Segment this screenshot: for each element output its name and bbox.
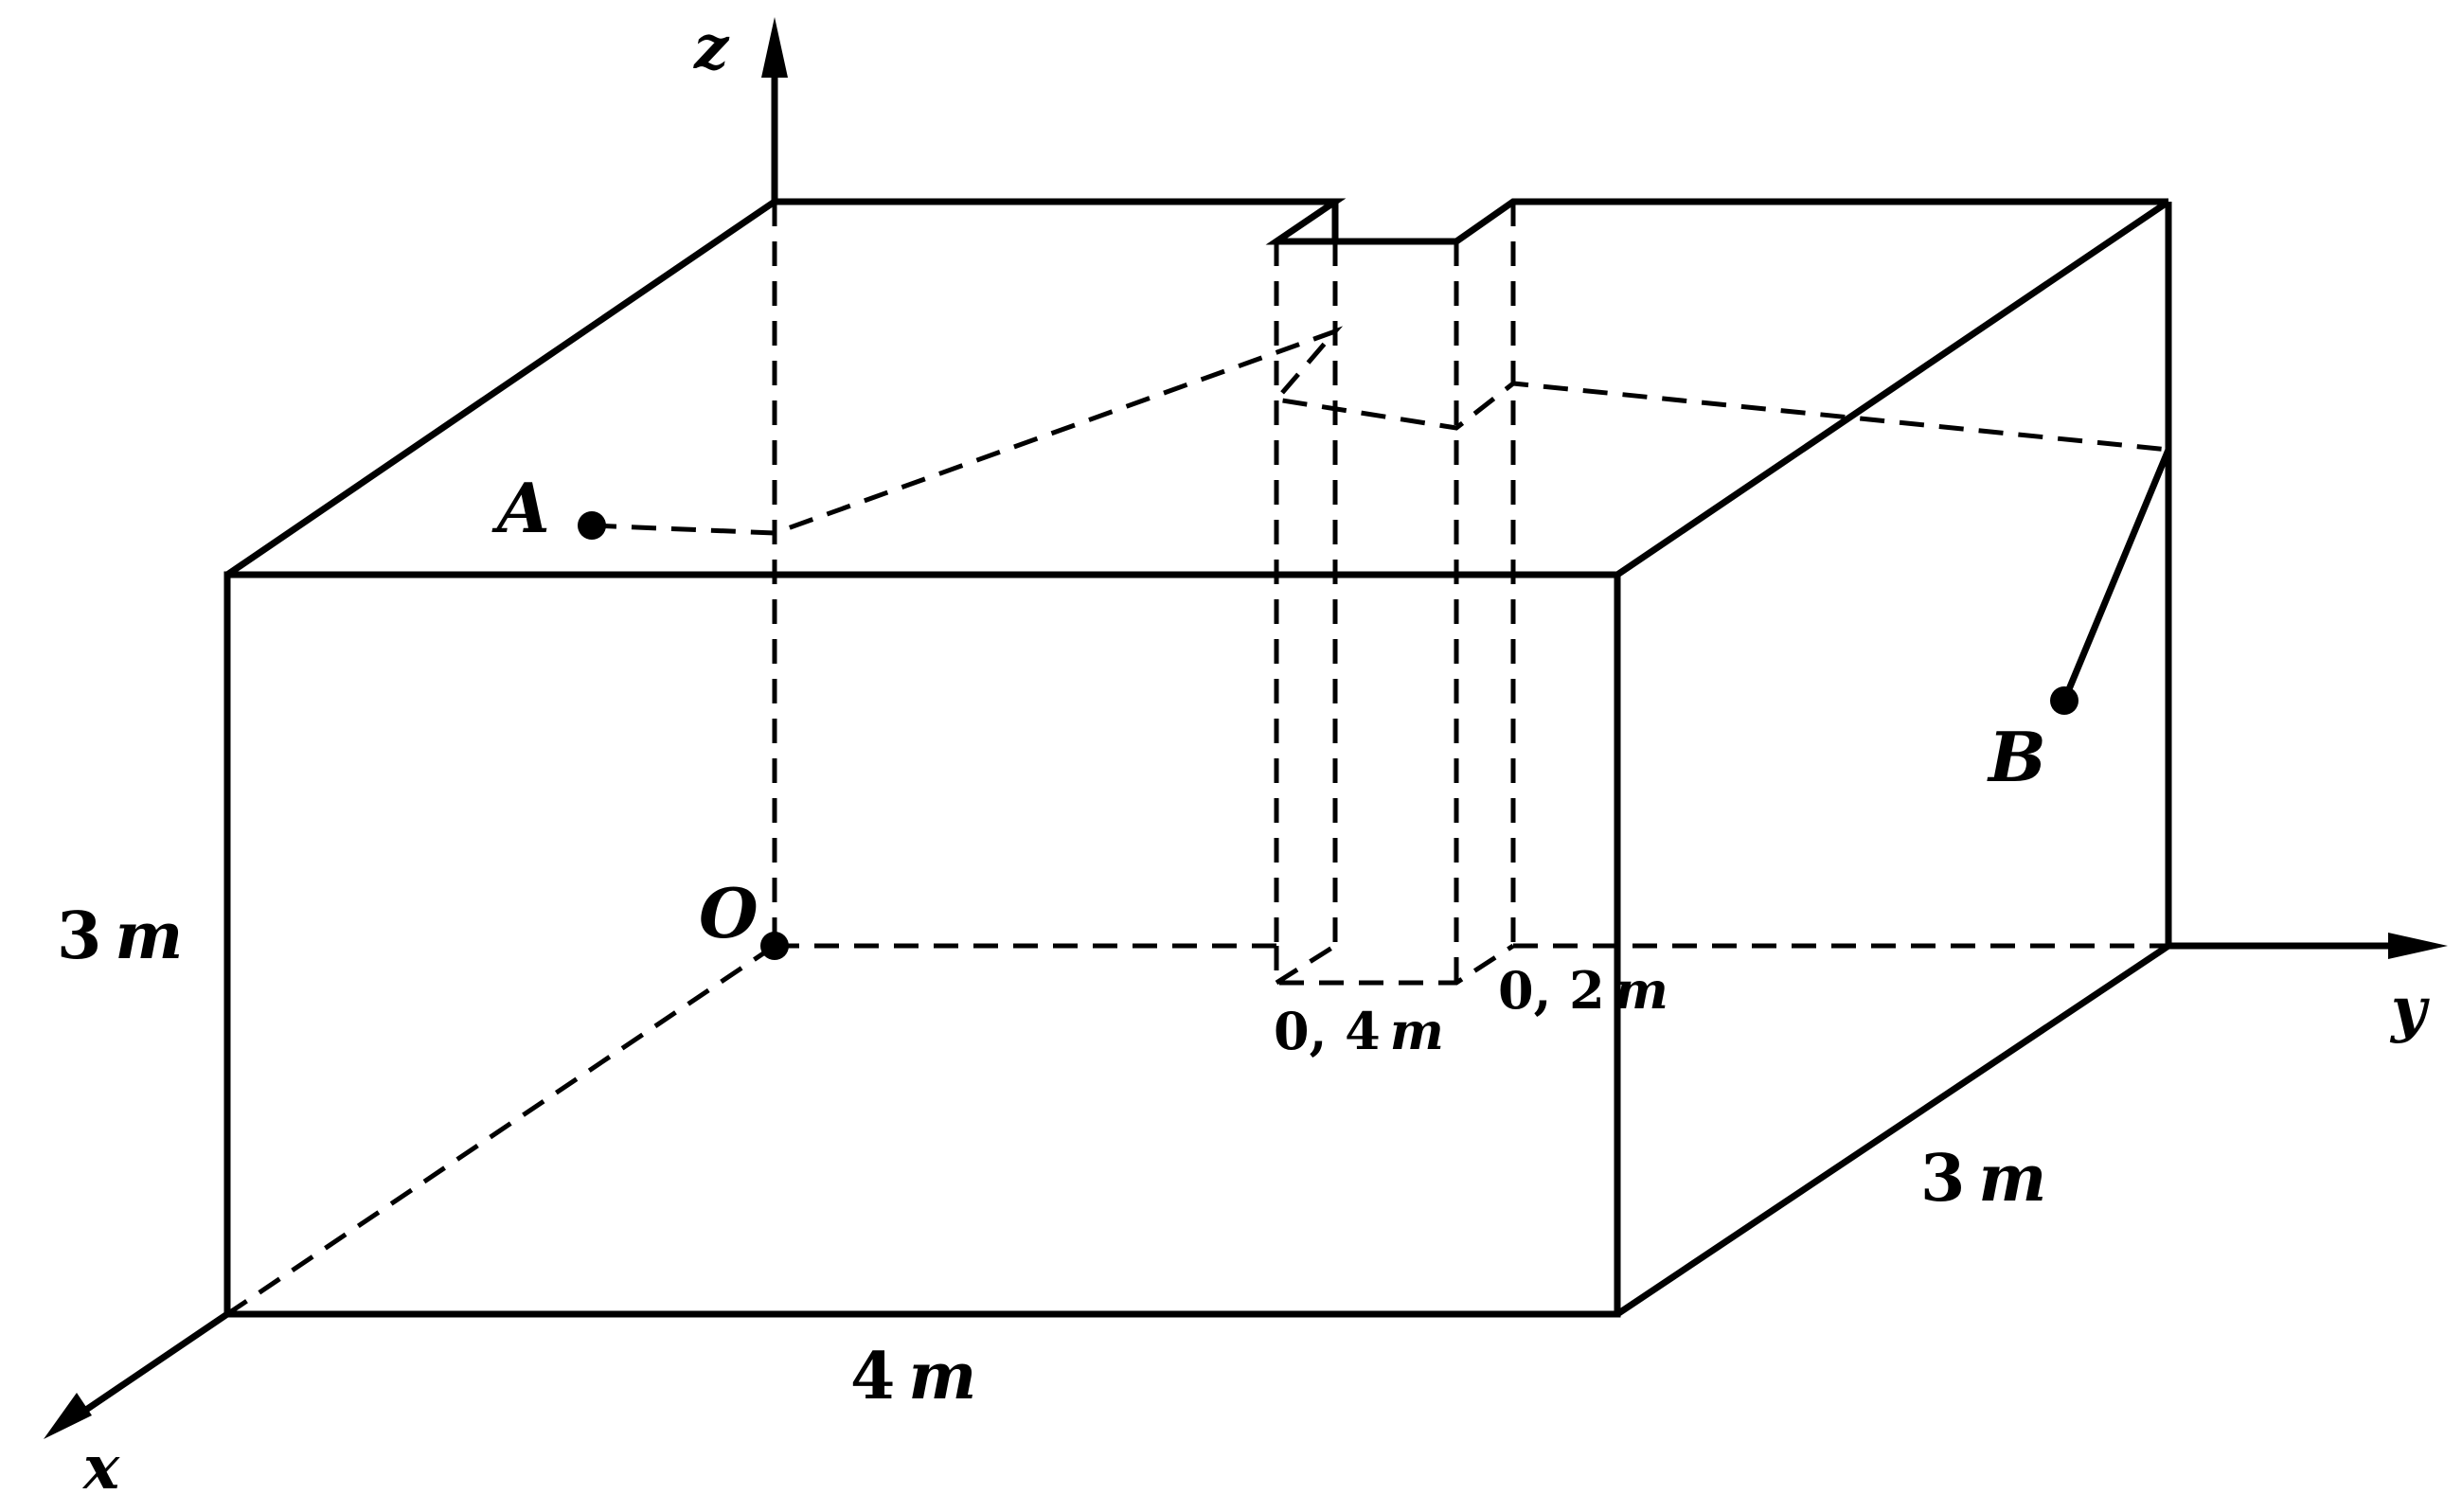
x-axis-label: x	[81, 1432, 120, 1503]
origin-label: O	[699, 873, 758, 953]
x-axis	[81, 1311, 229, 1414]
z-axis-label: z	[693, 12, 730, 83]
path-a-to-b	[591, 326, 2169, 536]
point-b-label: B	[1987, 717, 2046, 797]
b-leader-line	[2061, 448, 2172, 703]
axes	[44, 17, 2448, 1439]
slot-bottom	[1274, 943, 1515, 986]
x-axis-arrowhead	[44, 1393, 92, 1439]
point-b-marker	[2050, 686, 2078, 715]
slot-bottom-left-diagonal	[1275, 943, 1337, 986]
origin-marker	[760, 932, 789, 960]
top-back-edge	[775, 198, 2168, 245]
hidden-x-edge	[225, 943, 776, 1317]
point-a-marker	[578, 511, 606, 540]
top-left-edge	[225, 199, 776, 578]
front-face	[223, 571, 1621, 1318]
y-axis-arrowhead	[2388, 933, 2448, 959]
box-hidden-edges	[225, 202, 2169, 1317]
z-axis-arrowhead	[761, 17, 788, 78]
bottom-right-edge	[1615, 943, 2170, 1317]
box-solid-edges	[223, 198, 2172, 1318]
top-right-edge	[1615, 199, 2170, 578]
points	[578, 511, 2078, 960]
point-a-label: A	[491, 468, 550, 548]
y-axis-label: y	[2389, 974, 2430, 1045]
